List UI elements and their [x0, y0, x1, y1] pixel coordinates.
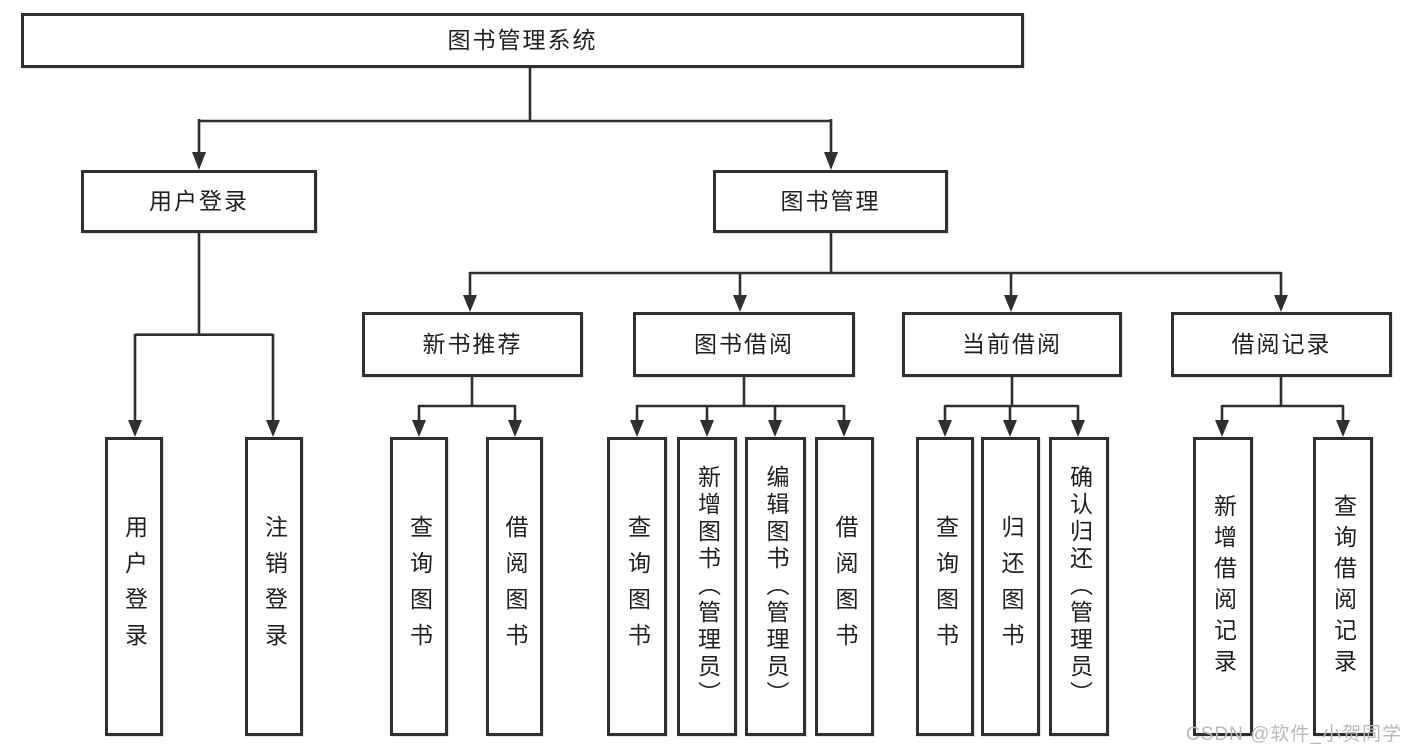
- leaf-borrow-borrow-books-label: 借阅图书: [832, 514, 858, 659]
- arrowhead: [768, 420, 782, 437]
- leaf-current-query-books-label: 查询图书: [932, 514, 959, 659]
- arrowhead: [1274, 295, 1288, 312]
- leaf-current-return-books-label: 归还图书: [998, 514, 1024, 659]
- arrowhead: [1071, 420, 1085, 437]
- leaf-current-confirm-return-admin: 确认归还（管理员）: [1049, 437, 1109, 736]
- leaf-records-add-record: 新增借阅记录: [1193, 437, 1253, 736]
- arrowhead: [1004, 295, 1018, 312]
- leaf-borrow-edit-books-admin: 编辑图书（管理员）: [745, 437, 806, 736]
- leaf-current-query-books: 查询图书: [916, 437, 974, 736]
- leaf-newbook-borrow-books-label: 借阅图书: [502, 514, 528, 659]
- arrowhead: [630, 420, 644, 437]
- leaf-newbook-borrow-books: 借阅图书: [486, 437, 543, 736]
- node-new-book-recommend-label: 新书推荐: [422, 331, 523, 357]
- arrowhead: [508, 420, 522, 437]
- arrowhead: [824, 152, 838, 170]
- node-book-management-label: 图书管理: [780, 188, 881, 214]
- arrowhead: [1336, 420, 1350, 437]
- arrowhead: [1003, 420, 1017, 437]
- arrowhead: [938, 420, 952, 437]
- leaf-borrow-query-books: 查询图书: [607, 437, 667, 736]
- leaf-newbook-query-books-label: 查询图书: [406, 514, 433, 659]
- arrowhead: [733, 295, 747, 312]
- leaf-records-query-record-label: 查询借阅记录: [1330, 493, 1357, 680]
- arrowhead: [266, 420, 280, 437]
- leaf-user-login: 用户登录: [105, 437, 163, 736]
- leaf-records-add-record-label: 新增借阅记录: [1210, 493, 1237, 680]
- node-root-label: 图书管理系统: [447, 27, 598, 53]
- node-borrow-records: 借阅记录: [1171, 312, 1392, 377]
- leaf-logout-label: 注销登录: [261, 514, 288, 659]
- leaf-borrow-add-books-admin-label: 新增图书（管理员）: [694, 465, 721, 708]
- arrowhead: [1215, 420, 1229, 437]
- leaf-records-query-record: 查询借阅记录: [1313, 437, 1373, 736]
- leaf-logout: 注销登录: [245, 437, 303, 736]
- node-user-login: 用户登录: [81, 170, 317, 233]
- leaf-borrow-edit-books-admin-label: 编辑图书（管理员）: [763, 465, 789, 708]
- connector-path: [133, 68, 1345, 421]
- leaf-borrow-query-books-label: 查询图书: [624, 514, 651, 659]
- arrowhead: [837, 420, 851, 437]
- csdn-watermark: CSDN @软件_小贺同学: [1186, 724, 1402, 745]
- node-book-borrow-label: 图书借阅: [694, 331, 794, 357]
- arrowhead: [192, 152, 206, 170]
- arrowhead: [463, 295, 477, 312]
- arrowhead: [412, 420, 426, 437]
- leaf-current-return-books: 归还图书: [981, 437, 1040, 736]
- node-new-book-recommend: 新书推荐: [362, 312, 583, 377]
- node-book-management: 图书管理: [713, 170, 948, 233]
- leaf-newbook-query-books: 查询图书: [390, 437, 448, 736]
- arrowhead: [128, 420, 142, 437]
- leaf-borrow-borrow-books: 借阅图书: [815, 437, 874, 736]
- leaf-borrow-add-books-admin: 新增图书（管理员）: [677, 437, 737, 736]
- node-root: 图书管理系统: [21, 13, 1024, 68]
- node-current-borrow: 当前借阅: [902, 312, 1122, 377]
- node-book-borrow: 图书借阅: [633, 312, 855, 377]
- leaf-user-login-label: 用户登录: [121, 514, 148, 659]
- node-user-login-label: 用户登录: [149, 188, 249, 214]
- arrowhead: [700, 420, 714, 437]
- node-current-borrow-label: 当前借阅: [962, 331, 1062, 357]
- leaf-current-confirm-return-admin-label: 确认归还（管理员）: [1066, 465, 1093, 708]
- node-borrow-records-label: 借阅记录: [1231, 331, 1332, 357]
